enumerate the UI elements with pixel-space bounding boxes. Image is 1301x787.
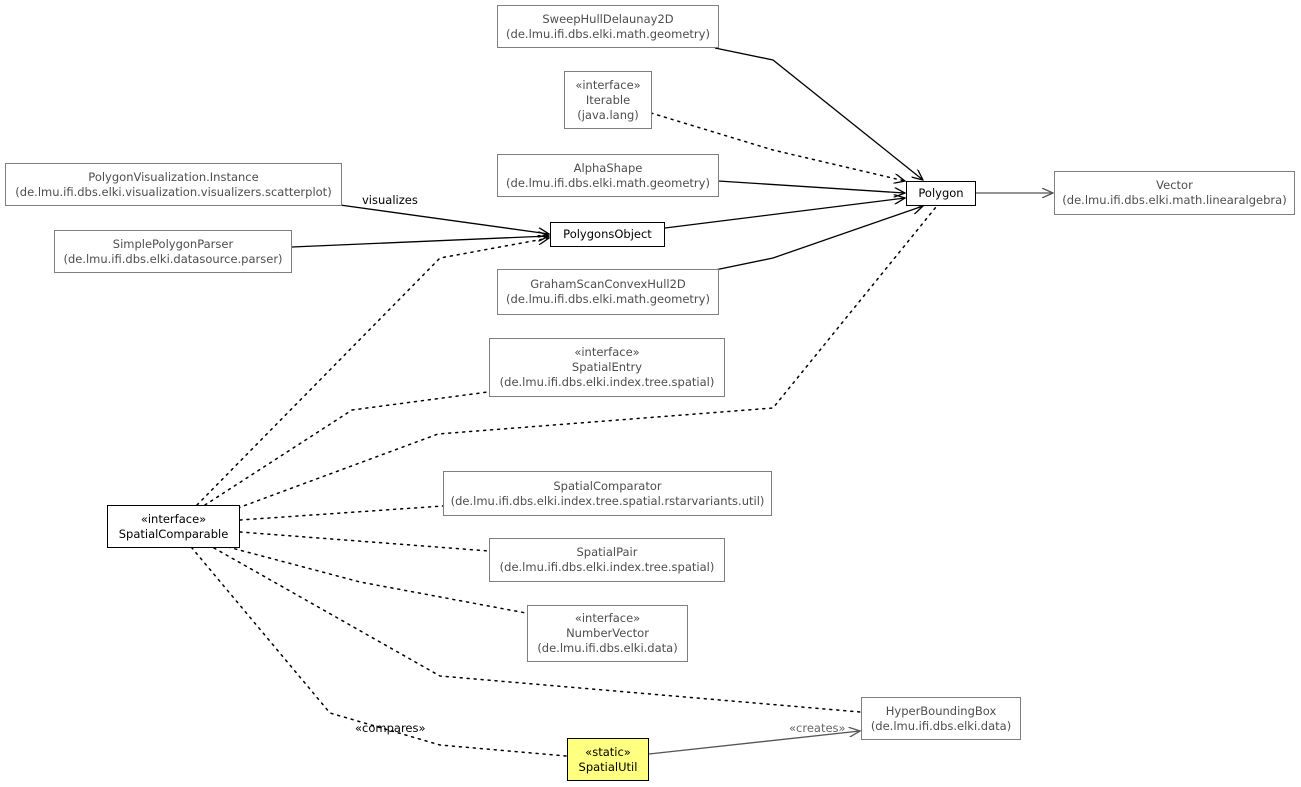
- class-node-simplepolygonparser[interactable]: SimplePolygonParser(de.lmu.ifi.dbs.elki.…: [54, 230, 292, 273]
- node-text-line: SimplePolygonParser: [112, 236, 234, 251]
- node-text-line: AlphaShape: [573, 160, 643, 175]
- node-text-line: (de.lmu.ifi.dbs.elki.math.geometry): [506, 26, 710, 41]
- class-node-grahamscanconvexhull2d[interactable]: GrahamScanConvexHull2D(de.lmu.ifi.dbs.el…: [497, 269, 719, 315]
- edge-label-visualizes: visualizes: [362, 193, 418, 207]
- edge-spatialcomparable-hyperbox: [213, 547, 861, 713]
- node-text-line: (de.lmu.ifi.dbs.elki.visualization.visua…: [15, 184, 332, 199]
- class-node-polygonsobject[interactable]: PolygonsObject: [550, 222, 665, 247]
- interface-node-numbervector[interactable]: «interface»NumberVector(de.lmu.ifi.dbs.e…: [527, 605, 688, 662]
- node-text-line: Iterable: [585, 92, 631, 107]
- edge-spatialutil-spatialcomparable: [191, 547, 567, 757]
- node-text-line: SpatialEntry: [571, 360, 643, 374]
- node-text-line: (de.lmu.ifi.dbs.elki.index.tree.spatial): [499, 560, 715, 574]
- node-text-line: (de.lmu.ifi.dbs.elki.math.linearalgebra): [1062, 193, 1287, 207]
- class-node-hyperboundingbox[interactable]: HyperBoundingBox(de.lmu.ifi.dbs.elki.dat…: [861, 697, 1021, 740]
- node-text-line: (java.lang): [577, 107, 639, 122]
- node-text-line: NumberVector: [566, 626, 649, 640]
- node-text-line: Vector: [1156, 178, 1193, 192]
- node-text-line: «interface»: [140, 511, 207, 526]
- class-node-vector[interactable]: Vector(de.lmu.ifi.dbs.elki.math.linearal…: [1054, 171, 1295, 215]
- node-text-line: (de.lmu.ifi.dbs.elki.math.geometry): [506, 292, 710, 306]
- node-text-line: (de.lmu.ifi.dbs.elki.datasource.parser): [63, 251, 283, 266]
- interface-node-spatialcomparable[interactable]: «interface»SpatialComparable: [107, 505, 240, 548]
- node-text-line: SpatialPair: [576, 545, 638, 559]
- edge-simpleparser-polygonsobject: [291, 236, 549, 248]
- node-text-line: «interface»: [574, 611, 641, 625]
- edge-iterable-polygon: [650, 112, 905, 181]
- node-text-line: (de.lmu.ifi.dbs.elki.data): [870, 718, 1012, 733]
- class-node-polygon[interactable]: Polygon: [906, 181, 976, 206]
- node-text-line: (de.lmu.ifi.dbs.elki.math.geometry): [506, 175, 710, 190]
- class-node-alphashape[interactable]: AlphaShape(de.lmu.ifi.dbs.elki.math.geom…: [497, 154, 719, 197]
- node-text-line: (de.lmu.ifi.dbs.elki.index.tree.spatial): [499, 375, 715, 389]
- class-node-spatialutil[interactable]: «static»SpatialUtil: [567, 738, 649, 781]
- node-text-line: SweepHullDelaunay2D: [542, 11, 674, 26]
- edge-spatialcomparable-spatialentry: [204, 391, 489, 506]
- edge-polygonsobject-polygon: [664, 198, 905, 229]
- edge-spatialutil-hyperbox: [648, 731, 860, 755]
- edge-label-creates: «creates»: [789, 721, 846, 735]
- node-text-line: PolygonsObject: [563, 227, 652, 241]
- edge-spatialcomparable-polygon: [237, 206, 937, 509]
- node-text-line: HyperBoundingBox: [885, 703, 997, 718]
- node-text-line: «interface»: [575, 77, 641, 92]
- edge-spatialcomparable-polygonsobject: [196, 238, 549, 506]
- edge-spatialcomparable-numbervector: [227, 546, 527, 614]
- node-text-line: «interface»: [574, 345, 640, 359]
- interface-node-iterable[interactable]: «interface»Iterable(java.lang): [564, 71, 652, 129]
- node-text-line: «static»: [585, 744, 631, 759]
- edge-alphashape-polygon: [717, 180, 905, 193]
- class-node-sweephulldelaunay2d[interactable]: SweepHullDelaunay2D(de.lmu.ifi.dbs.elki.…: [497, 5, 719, 48]
- node-text-line: SpatialComparable: [118, 526, 229, 541]
- edge-sweephull-polygon: [714, 47, 923, 180]
- node-text-line: GrahamScanConvexHull2D: [530, 277, 686, 291]
- class-node-spatialpair[interactable]: SpatialPair(de.lmu.ifi.dbs.elki.index.tr…: [489, 538, 725, 582]
- node-text-line: (de.lmu.ifi.dbs.elki.data): [537, 641, 678, 655]
- class-node-spatialcomparator[interactable]: SpatialComparator(de.lmu.ifi.dbs.elki.in…: [443, 471, 772, 516]
- class-node-polygonvisualization-instance[interactable]: PolygonVisualization.Instance(de.lmu.ifi…: [5, 163, 342, 206]
- node-text-line: SpatialComparator: [553, 478, 662, 493]
- edge-grahamscan-polygon: [714, 206, 923, 271]
- node-text-line: PolygonVisualization.Instance: [88, 169, 259, 184]
- node-text-line: (de.lmu.ifi.dbs.elki.index.tree.spatial.…: [450, 493, 765, 508]
- node-text-line: Polygon: [918, 186, 964, 200]
- interface-node-spatialentry[interactable]: «interface»SpatialEntry(de.lmu.ifi.dbs.e…: [489, 338, 725, 397]
- edge-polyvis-polygonsobject: [339, 204, 549, 234]
- edge-spatialcomparable-spatialcomparator: [239, 505, 444, 521]
- node-text-line: SpatialUtil: [578, 759, 638, 774]
- edge-spatialcomparable-spatialpair: [239, 531, 490, 552]
- edge-label-compares: «compares»: [355, 721, 426, 735]
